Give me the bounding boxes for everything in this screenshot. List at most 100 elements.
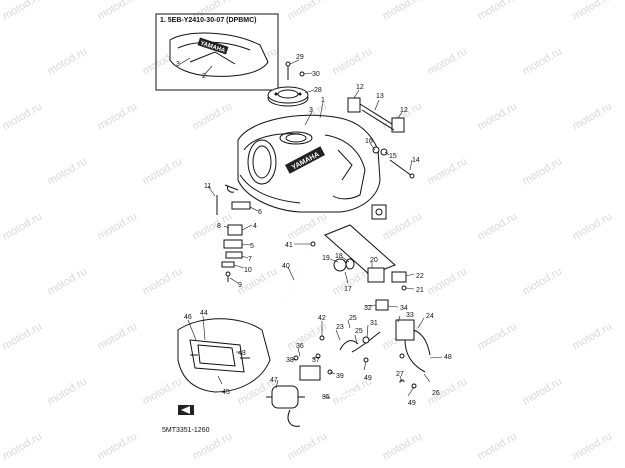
watermark-text: motod.ru [426,265,470,297]
watermark-text: motod.ru [476,430,520,462]
watermark-text: motod.ru [46,45,90,77]
watermark-text: motod.ru [96,430,140,462]
callout-36: 36 [296,343,304,350]
callout-3: 3 [309,107,313,114]
callout-37: 37 [312,357,320,364]
callout-12a: 12 [356,84,364,91]
callout-1: 1 [321,97,325,104]
callout-35: 35 [322,394,330,401]
callout-12b: 12 [400,107,408,114]
callout-39: 39 [336,373,344,380]
watermark-text: motod.ru [141,265,185,297]
watermark-text: motod.ru [476,320,520,352]
callout-13: 13 [376,93,384,100]
callout-27: 27 [396,371,404,378]
watermark-text: motod.ru [1,430,45,462]
callout-49b: 49 [408,400,416,407]
fuel-cap [267,61,309,107]
callout-25b: 25 [355,328,363,335]
watermark-text: motod.ru [476,210,520,242]
callout-40: 40 [282,263,290,270]
callout-leader-lines [187,59,443,399]
diagram-code: 5MT3351-1260 [162,427,210,434]
watermark-text: motod.ru [286,210,330,242]
watermark-text: motod.ru [191,430,235,462]
hose-40 [284,241,316,301]
watermark-text: motod.ru [571,210,615,242]
watermark-text: motod.ru [1,320,45,352]
callout-42: 42 [318,315,326,322]
callout-31: 31 [370,320,378,327]
watermark-text: motod.ru [521,265,565,297]
callout-19: 19 [322,255,330,262]
callout-14: 14 [412,157,420,164]
callout-49a: 49 [364,375,372,382]
watermark-text: motod.ru [1,210,45,242]
side-bracket [371,204,387,220]
side-cover [177,318,271,393]
watermark-text: motod.ru [571,430,615,462]
callout-33: 33 [406,312,414,319]
watermark-text: motod.ru [141,155,185,187]
watermark-text: motod.ru [476,100,520,132]
fuel-tank: YAMAHA [224,114,381,213]
watermark-text: motod.ru [1,100,45,132]
watermark-text: motod.ru [96,210,140,242]
callout-16: 16 [365,138,373,145]
watermark-text: motod.ru [571,0,615,23]
front-arrow-icon [178,405,194,415]
callout-18: 18 [335,253,343,260]
watermark-text: motod.ru [1,0,45,23]
fuel-filter [266,385,305,409]
watermark-text: motod.ru [286,430,330,462]
inset-callout-3: 3 [176,61,180,68]
callout-41: 41 [285,242,293,249]
callout-23: 23 [336,324,344,331]
watermark-text: motod.ru [521,45,565,77]
callout-24: 24 [426,313,434,320]
watermark-text: motod.ru [571,320,615,352]
callout-25a: 25 [349,315,357,322]
callout-8: 8 [217,223,221,230]
callout-4: 4 [253,223,257,230]
watermark-text: motod.ru [141,375,185,407]
callout-43: 43 [238,350,246,357]
callout-34: 34 [400,305,408,312]
callout-30: 30 [312,71,320,78]
callout-46: 46 [184,314,192,321]
watermark-text: motod.ru [331,45,375,77]
callout-20: 20 [370,257,378,264]
fuel-cock [324,224,407,311]
watermark-text: motod.ru [46,375,90,407]
watermark-text: motod.ru [476,0,520,23]
watermark-text: motod.ru [521,155,565,187]
watermark-text: motod.ru [381,430,425,462]
callout-7: 7 [248,256,252,263]
watermark-text: motod.ru [46,265,90,297]
inset-panel: 1. 5EB-Y2410-30-07 (DPBMC) YAMAHA 3 2 [155,13,279,91]
watermark-text: motod.ru [236,265,280,297]
callout-5: 5 [250,243,254,250]
callout-17: 17 [344,286,352,293]
watermark-text: motod.ru [571,100,615,132]
watermark-text: motod.ru [426,45,470,77]
mount-bracket-top [347,97,415,179]
callout-44: 44 [200,310,208,317]
fuel-pump [293,319,431,389]
callout-6: 6 [258,209,262,216]
watermark-text: motod.ru [521,375,565,407]
callout-38: 38 [286,357,294,364]
watermark-text: motod.ru [381,0,425,23]
watermark-text: motod.ru [191,100,235,132]
watermark-text: motod.ru [96,100,140,132]
callout-26: 26 [432,390,440,397]
callout-48: 48 [444,354,452,361]
callout-32: 32 [364,305,372,312]
watermark-text: motod.ru [46,155,90,187]
callout-11: 11 [204,183,211,190]
callout-47: 47 [270,377,278,384]
callout-45: 45 [222,389,230,396]
watermark-text: motod.ru [381,210,425,242]
callout-21: 21 [416,287,424,294]
